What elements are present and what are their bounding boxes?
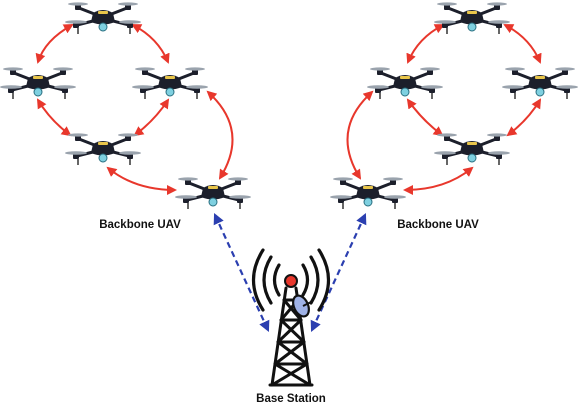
link-right-to-middle — [506, 98, 542, 137]
backbone-drone-icon — [173, 175, 253, 211]
drone-icon — [63, 131, 143, 167]
drone-icon — [0, 65, 78, 101]
link-top-to-left — [406, 24, 445, 64]
link-left-to-middle — [406, 98, 444, 137]
right-cluster-links — [346, 24, 542, 195]
right-uav-cluster — [328, 0, 580, 211]
backhaul-links — [213, 213, 367, 332]
backbone-uav-label-right: Backbone UAV — [397, 219, 479, 231]
satellite-dish-icon — [292, 294, 312, 318]
backhaul-left — [213, 213, 270, 332]
drone-icon — [365, 65, 445, 101]
link-left-to-backbone — [346, 90, 374, 180]
beacon-light-icon — [284, 274, 298, 288]
link-top-to-right — [131, 24, 170, 64]
link-top-to-left — [35, 24, 74, 64]
drone-icon — [63, 0, 143, 36]
drone-icon — [432, 0, 512, 36]
backbone-uav-label-left: Backbone UAV — [99, 219, 181, 231]
drone-icon — [500, 65, 580, 101]
link-top-to-right — [503, 24, 542, 64]
signal-waves-icon — [252, 248, 330, 312]
link-middle-to-backbone — [106, 166, 177, 195]
backhaul-right — [310, 213, 367, 332]
base-station-label: Base Station — [256, 393, 326, 405]
drone-icon — [130, 65, 210, 101]
link-left-to-middle — [36, 98, 72, 137]
link-right-to-backbone — [206, 90, 234, 180]
radio-tower-icon — [252, 248, 330, 387]
left-cluster-links — [35, 24, 234, 195]
backbone-drone-icon — [328, 175, 408, 211]
link-middle-to-backbone — [403, 166, 474, 195]
drone-icon — [432, 131, 512, 167]
link-right-to-middle — [133, 98, 170, 137]
left-uav-cluster — [0, 0, 253, 211]
